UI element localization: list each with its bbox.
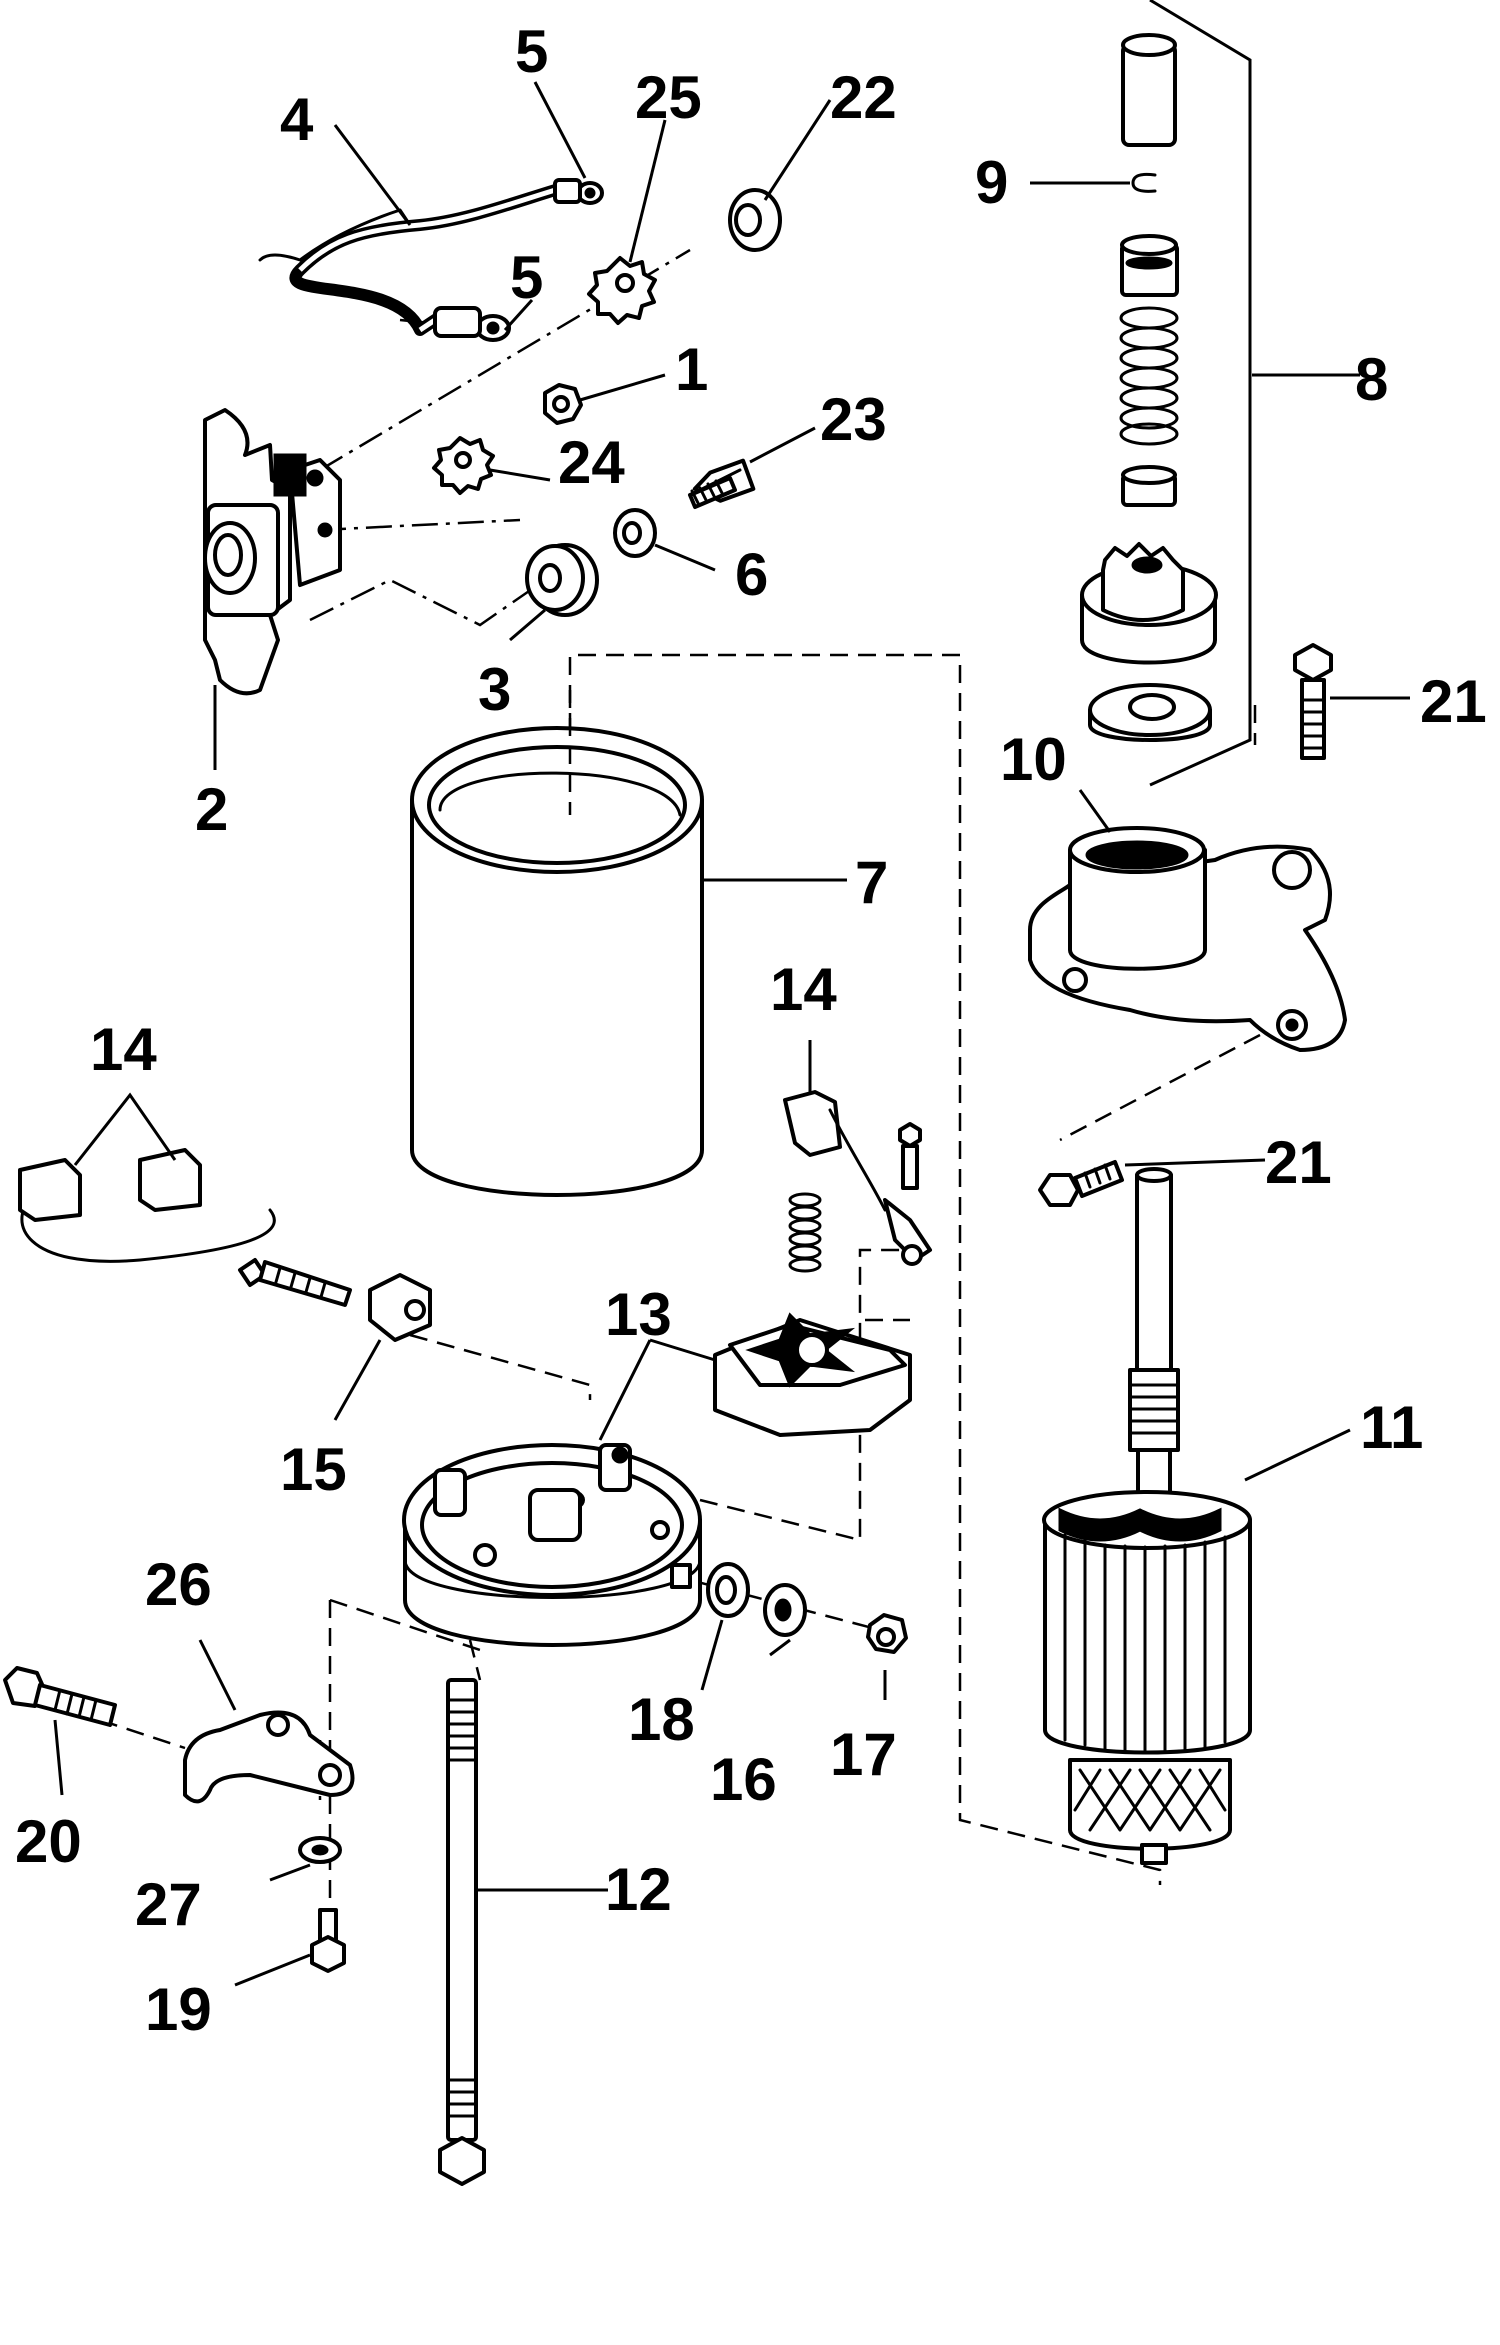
leader-lines xyxy=(53,81,1410,1987)
callout-10: 10 xyxy=(1000,726,1067,793)
callout-7: 7 xyxy=(855,849,888,916)
motor-frame xyxy=(410,690,704,1197)
callout-8: 8 xyxy=(1355,346,1388,413)
washer-16 xyxy=(763,1583,807,1637)
callout-2: 2 xyxy=(195,776,228,843)
screw-19 xyxy=(310,1908,346,1973)
washer-27 xyxy=(298,1836,342,1864)
callout-6: 6 xyxy=(735,541,768,608)
callout-3: 3 xyxy=(478,656,511,723)
nut-22 xyxy=(728,188,782,252)
callout-26: 26 xyxy=(145,1551,212,1618)
terminal-insulator-15 xyxy=(368,1273,432,1342)
callout-21-lower: 21 xyxy=(1265,1129,1332,1196)
solenoid-assembly xyxy=(203,408,342,696)
callout-24: 24 xyxy=(558,429,625,496)
brush-right xyxy=(783,1090,932,1273)
bolt-20 xyxy=(3,1666,117,1727)
commutator-end-cap xyxy=(402,1443,702,1647)
callout-14-left: 14 xyxy=(90,1016,157,1083)
callout-17: 17 xyxy=(830,1721,897,1788)
washer-6 xyxy=(613,508,657,558)
callout-20: 20 xyxy=(15,1808,82,1875)
callout-27: 27 xyxy=(135,1871,202,1938)
bolt-21-lower xyxy=(1038,1160,1124,1207)
battery-cable xyxy=(258,178,604,342)
callout-16: 16 xyxy=(710,1746,777,1813)
drive-end-cap xyxy=(1028,826,1347,1052)
through-bolt xyxy=(438,1678,486,2186)
nut-1 xyxy=(543,383,583,425)
callout-15: 15 xyxy=(280,1436,347,1503)
brush-plate xyxy=(713,1312,912,1437)
callout-12: 12 xyxy=(605,1856,672,1923)
star-washer-24 xyxy=(432,436,495,495)
callout-14-right: 14 xyxy=(770,956,837,1023)
drive-assembly xyxy=(1080,0,1252,787)
washer-18 xyxy=(706,1562,750,1618)
callout-5: 5 xyxy=(515,18,548,85)
armature xyxy=(1042,1167,1252,1865)
callout-9: 9 xyxy=(975,149,1008,216)
nut-17 xyxy=(866,1613,908,1654)
drive-spring xyxy=(1119,306,1179,446)
callout-21-upper: 21 xyxy=(1420,668,1487,735)
bolt-21-upper xyxy=(1293,643,1333,760)
callout-5-lower: 5 xyxy=(510,244,543,311)
callout-1: 1 xyxy=(675,336,708,403)
grommet-3 xyxy=(525,543,599,617)
callout-18: 18 xyxy=(628,1686,695,1753)
callout-13: 13 xyxy=(605,1281,672,1348)
callout-labels: 5 25 22 4 9 5 1 8 23 24 6 3 21 10 2 7 14… xyxy=(15,18,1487,2043)
callout-25: 25 xyxy=(635,64,702,131)
screw-23 xyxy=(688,458,756,509)
bracket-26 xyxy=(183,1710,355,1804)
callout-11: 11 xyxy=(1360,1394,1423,1461)
brush-set-left xyxy=(18,1148,352,1307)
callout-4: 4 xyxy=(280,86,314,153)
callout-19: 19 xyxy=(145,1976,212,2043)
callout-23: 23 xyxy=(820,386,887,453)
star-washer-25 xyxy=(587,256,657,325)
callout-22: 22 xyxy=(830,64,897,131)
